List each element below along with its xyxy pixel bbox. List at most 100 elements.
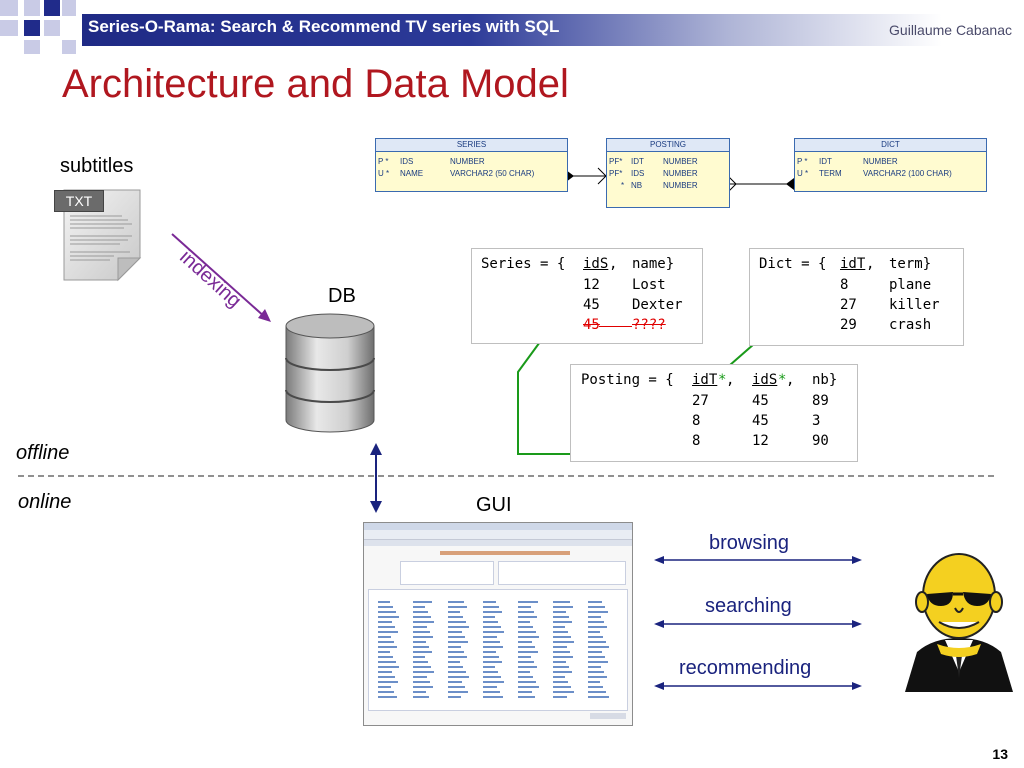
relation-prefix: Series = { bbox=[481, 256, 566, 272]
gui-link-placeholder bbox=[518, 611, 534, 613]
gui-footer-badges bbox=[590, 713, 626, 719]
gui-link-placeholder bbox=[413, 676, 427, 678]
gui-link-placeholder bbox=[553, 646, 567, 648]
header-decor-square bbox=[24, 40, 40, 54]
gui-link-placeholder bbox=[483, 601, 496, 603]
gui-link-placeholder bbox=[483, 616, 495, 618]
gui-link-placeholder bbox=[378, 651, 390, 653]
gui-link-placeholder bbox=[483, 621, 498, 623]
er-flags: U * bbox=[797, 169, 809, 178]
gui-link-placeholder bbox=[378, 626, 395, 628]
relation-cell: 3 bbox=[812, 413, 821, 429]
er-row: * NB NUMBER bbox=[607, 180, 729, 192]
gui-link-placeholder bbox=[378, 681, 398, 683]
gui-link-placeholder bbox=[553, 636, 571, 638]
gui-link-placeholder bbox=[553, 676, 565, 678]
relation-cell: crash bbox=[889, 317, 932, 333]
relation-cell: 45 bbox=[752, 413, 769, 429]
gui-link-placeholder bbox=[448, 696, 461, 698]
gui-screenshot bbox=[363, 522, 633, 726]
relation-attr: name} bbox=[632, 256, 675, 272]
gui-link-placeholder bbox=[483, 626, 501, 628]
er-arrowhead-dict bbox=[786, 178, 794, 190]
er-flags: * bbox=[621, 181, 625, 190]
gui-link-placeholder bbox=[413, 656, 425, 658]
header-decor-square bbox=[0, 0, 18, 16]
gui-link-placeholder bbox=[448, 626, 469, 628]
gui-link-placeholder bbox=[448, 686, 465, 688]
browsing-arrowhead-right bbox=[852, 556, 862, 564]
fk-marker: * bbox=[718, 372, 727, 388]
gui-link-placeholder bbox=[483, 661, 502, 663]
gui-link-placeholder bbox=[518, 656, 531, 658]
gui-link-placeholder bbox=[588, 686, 603, 688]
gui-link-placeholder bbox=[588, 636, 603, 638]
relation-prefix: Dict = { bbox=[759, 256, 827, 272]
relation-cell: 8 bbox=[692, 413, 701, 429]
gui-discover-panel bbox=[498, 561, 626, 585]
gui-link-placeholder bbox=[448, 661, 460, 663]
page-title: Architecture and Data Model bbox=[62, 62, 569, 106]
er-column: NAME bbox=[400, 169, 424, 178]
header-title-band bbox=[82, 14, 942, 46]
relation-key-attr: idT bbox=[840, 256, 866, 272]
gui-link-placeholder bbox=[448, 691, 468, 693]
fk-marker: * bbox=[778, 372, 787, 388]
gui-link-placeholder bbox=[518, 681, 536, 683]
gui-link-placeholder bbox=[483, 651, 496, 653]
gui-link-placeholder bbox=[483, 686, 497, 688]
gui-link-placeholder bbox=[518, 651, 538, 653]
er-row: U * TERM VARCHAR2 (100 CHAR) bbox=[795, 168, 986, 180]
er-arrowhead-series bbox=[566, 170, 574, 182]
gui-link-placeholder bbox=[448, 616, 463, 618]
gui-link-grid bbox=[378, 601, 628, 711]
gui-link-placeholder bbox=[378, 601, 390, 603]
gui-link-placeholder bbox=[448, 621, 466, 623]
gui-link-placeholder bbox=[553, 601, 570, 603]
gui-link-placeholder bbox=[518, 636, 539, 638]
relation-cell: 12 bbox=[752, 433, 769, 449]
er-table-series: SERIES P * IDS NUMBER U * NAME VARCHAR2 … bbox=[375, 138, 568, 192]
offline-label: offline bbox=[16, 442, 70, 464]
relation-attr: nb} bbox=[812, 372, 838, 388]
gui-link-placeholder bbox=[413, 601, 432, 603]
relation-series: Series = { idS , name} 12 Lost 45 Dexter… bbox=[471, 248, 703, 344]
db-gui-arrowhead-up bbox=[370, 443, 382, 455]
header-bar bbox=[0, 0, 1024, 54]
gui-link-placeholder bbox=[378, 636, 391, 638]
er-type: NUMBER bbox=[450, 157, 485, 166]
gui-link-placeholder bbox=[518, 641, 532, 643]
subtitles-label: subtitles bbox=[60, 155, 134, 177]
er-crowfoot-posting-right bbox=[727, 175, 737, 193]
er-column: NB bbox=[631, 181, 643, 190]
gui-link-placeholder bbox=[588, 656, 605, 658]
gui-link-placeholder bbox=[483, 636, 497, 638]
er-row: PF* IDT NUMBER bbox=[607, 156, 729, 168]
gui-link-placeholder bbox=[378, 686, 391, 688]
gui-link-placeholder bbox=[588, 651, 602, 653]
gui-link-placeholder bbox=[483, 656, 499, 658]
er-row: P * IDS NUMBER bbox=[376, 156, 567, 168]
browsing-arrowhead-left bbox=[654, 556, 664, 564]
er-table-posting: POSTING PF* IDT NUMBER PF* IDS NUMBER * … bbox=[606, 138, 730, 208]
gui-link-placeholder bbox=[378, 661, 396, 663]
gui-link-placeholder bbox=[518, 606, 531, 608]
relation-cell-struck: 45 bbox=[583, 317, 600, 333]
indexing-arrowhead bbox=[258, 309, 271, 322]
er-type: VARCHAR2 (50 CHAR) bbox=[450, 169, 535, 178]
gui-link-placeholder bbox=[553, 641, 574, 643]
gui-link-placeholder bbox=[588, 671, 604, 673]
gui-link-placeholder bbox=[483, 681, 504, 683]
text-file-icon bbox=[63, 189, 142, 282]
gui-link-placeholder bbox=[483, 641, 500, 643]
er-type: NUMBER bbox=[663, 157, 698, 166]
gui-link-placeholder bbox=[448, 651, 464, 653]
gui-brand-banner bbox=[440, 551, 570, 555]
gui-link-placeholder bbox=[588, 611, 608, 613]
gui-link-placeholder bbox=[588, 646, 609, 648]
gui-toolbar bbox=[364, 530, 632, 540]
er-flags: U * bbox=[378, 169, 390, 178]
gui-link-placeholder bbox=[588, 661, 608, 663]
gui-link-placeholder bbox=[448, 636, 465, 638]
searching-label: searching bbox=[705, 595, 792, 617]
